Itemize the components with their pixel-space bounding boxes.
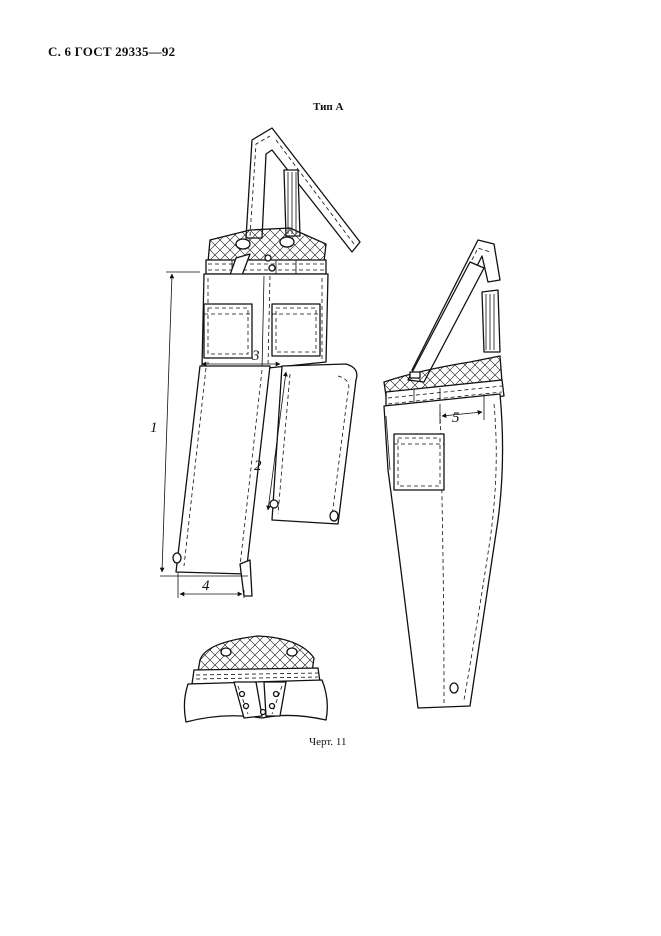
page-header: С. 6 ГОСТ 29335—92 (48, 44, 176, 59)
dimension-label-5: 5 (452, 410, 460, 426)
figure-type-label: Тип А (313, 101, 344, 113)
dimension-label-1: 1 (150, 420, 158, 436)
dimension-label-4: 4 (202, 578, 210, 594)
dimension-label-3: 3 (251, 348, 260, 364)
waist-detail-view (183, 635, 328, 723)
side-view-overalls: 5 (383, 239, 505, 709)
figure-caption: Черт. 11 (309, 736, 347, 748)
dimension-label-2: 2 (254, 458, 262, 474)
front-view-overalls: 1 2 3 4 (150, 127, 361, 598)
